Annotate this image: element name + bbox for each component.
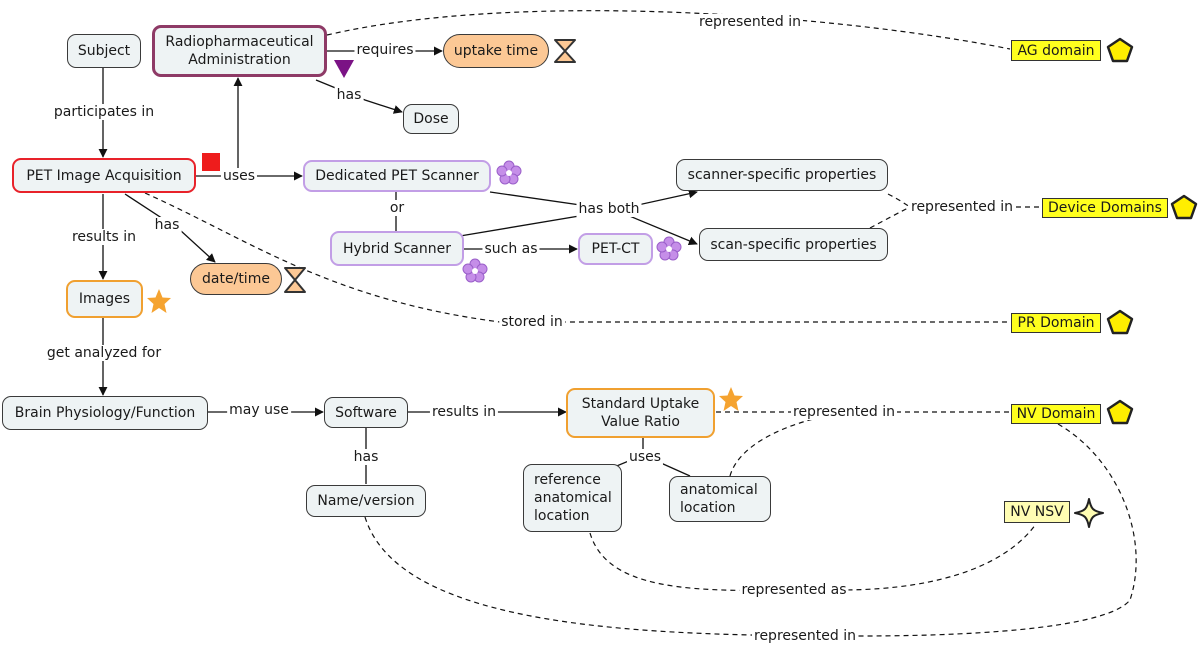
- label-stored-in: stored in: [499, 314, 565, 330]
- node-nv-domain[interactable]: NV Domain: [1011, 404, 1101, 424]
- label-participates-in: participates in: [51, 104, 157, 120]
- four-point-star-icon: [1074, 498, 1104, 528]
- node-reference-anatomical-location[interactable]: reference anatomical location: [523, 464, 622, 532]
- node-radiopharmaceutical-administration[interactable]: Radiopharmaceutical Administration: [152, 25, 327, 77]
- label-uses: uses: [220, 168, 258, 184]
- flower-icon: [496, 160, 522, 185]
- node-pet-ct[interactable]: PET-CT: [578, 233, 653, 265]
- node-dedicated-pet-scanner[interactable]: Dedicated PET Scanner: [303, 160, 491, 192]
- node-pr-domain[interactable]: PR Domain: [1011, 313, 1101, 333]
- edge-represented-as: [589, 523, 1037, 592]
- node-dose[interactable]: Dose: [403, 104, 459, 134]
- label-such-as: such as: [482, 241, 540, 257]
- node-anatomical-location[interactable]: anatomical location: [669, 476, 771, 522]
- node-standard-uptake-value-ratio[interactable]: Standard Uptake Value Ratio: [566, 388, 715, 438]
- label-represented-in-device: represented in: [909, 199, 1015, 215]
- edge-represented-in-ag: [326, 10, 1011, 50]
- node-brain-physiology-function[interactable]: Brain Physiology/Function: [2, 396, 208, 430]
- pentagon-icon: [1170, 194, 1198, 220]
- node-scanner-specific-properties[interactable]: scanner-specific properties: [676, 159, 888, 191]
- edge-stored-in: [144, 192, 1010, 323]
- label-has-dose: has: [334, 87, 364, 103]
- label-get-analyzed-for: get analyzed for: [44, 345, 164, 361]
- label-represented-in-ag: represented in: [697, 14, 803, 30]
- flower-icon: [656, 236, 682, 261]
- node-pet-image-acquisition[interactable]: PET Image Acquisition: [12, 158, 196, 193]
- pentagon-icon: [1106, 399, 1134, 425]
- red-square-icon: [202, 153, 220, 171]
- node-device-domains[interactable]: Device Domains: [1042, 198, 1168, 218]
- hourglass-icon: [284, 267, 306, 293]
- node-subject[interactable]: Subject: [67, 34, 141, 68]
- purple-triangle-icon: [334, 60, 354, 78]
- node-software[interactable]: Software: [324, 397, 408, 428]
- node-scan-specific-properties[interactable]: scan-specific properties: [699, 228, 888, 261]
- label-results-in-suvr: results in: [429, 404, 499, 420]
- label-has-both: has both: [576, 201, 642, 217]
- node-uptake-time[interactable]: uptake time: [443, 34, 549, 68]
- label-represented-in-bottom: represented in: [752, 628, 858, 644]
- edge-nv-to-bottom: [1057, 423, 1137, 601]
- node-name-version[interactable]: Name/version: [306, 485, 426, 517]
- pentagon-icon: [1106, 309, 1134, 335]
- label-may-use: may use: [227, 402, 291, 418]
- node-nv-nsv[interactable]: NV NSV: [1004, 501, 1070, 523]
- edge-represented-in-device-a: [887, 193, 911, 208]
- edge-has-dose: [315, 79, 403, 114]
- label-has-name: has: [351, 449, 381, 465]
- label-uses-location: uses: [626, 449, 664, 465]
- node-ag-domain[interactable]: AG domain: [1011, 40, 1101, 61]
- star-icon: [147, 289, 171, 313]
- edge-represented-in-bottom: [364, 516, 1131, 637]
- star-icon: [719, 387, 743, 411]
- label-results-in-images: results in: [69, 229, 139, 245]
- label-represented-as: represented as: [739, 582, 849, 598]
- pentagon-icon: [1106, 37, 1134, 63]
- flower-icon: [462, 258, 488, 283]
- node-date-time[interactable]: date/time: [190, 263, 282, 295]
- label-represented-in-nv: represented in: [791, 404, 897, 420]
- edge-represented-in-device-b: [869, 206, 911, 229]
- label-has-datetime: has: [152, 217, 182, 233]
- hourglass-icon: [554, 39, 576, 63]
- label-requires: requires: [354, 42, 416, 58]
- edge-anat-to-nv: [729, 411, 851, 477]
- label-or: or: [387, 200, 407, 216]
- node-hybrid-scanner[interactable]: Hybrid Scanner: [330, 231, 464, 266]
- node-images[interactable]: Images: [66, 280, 143, 318]
